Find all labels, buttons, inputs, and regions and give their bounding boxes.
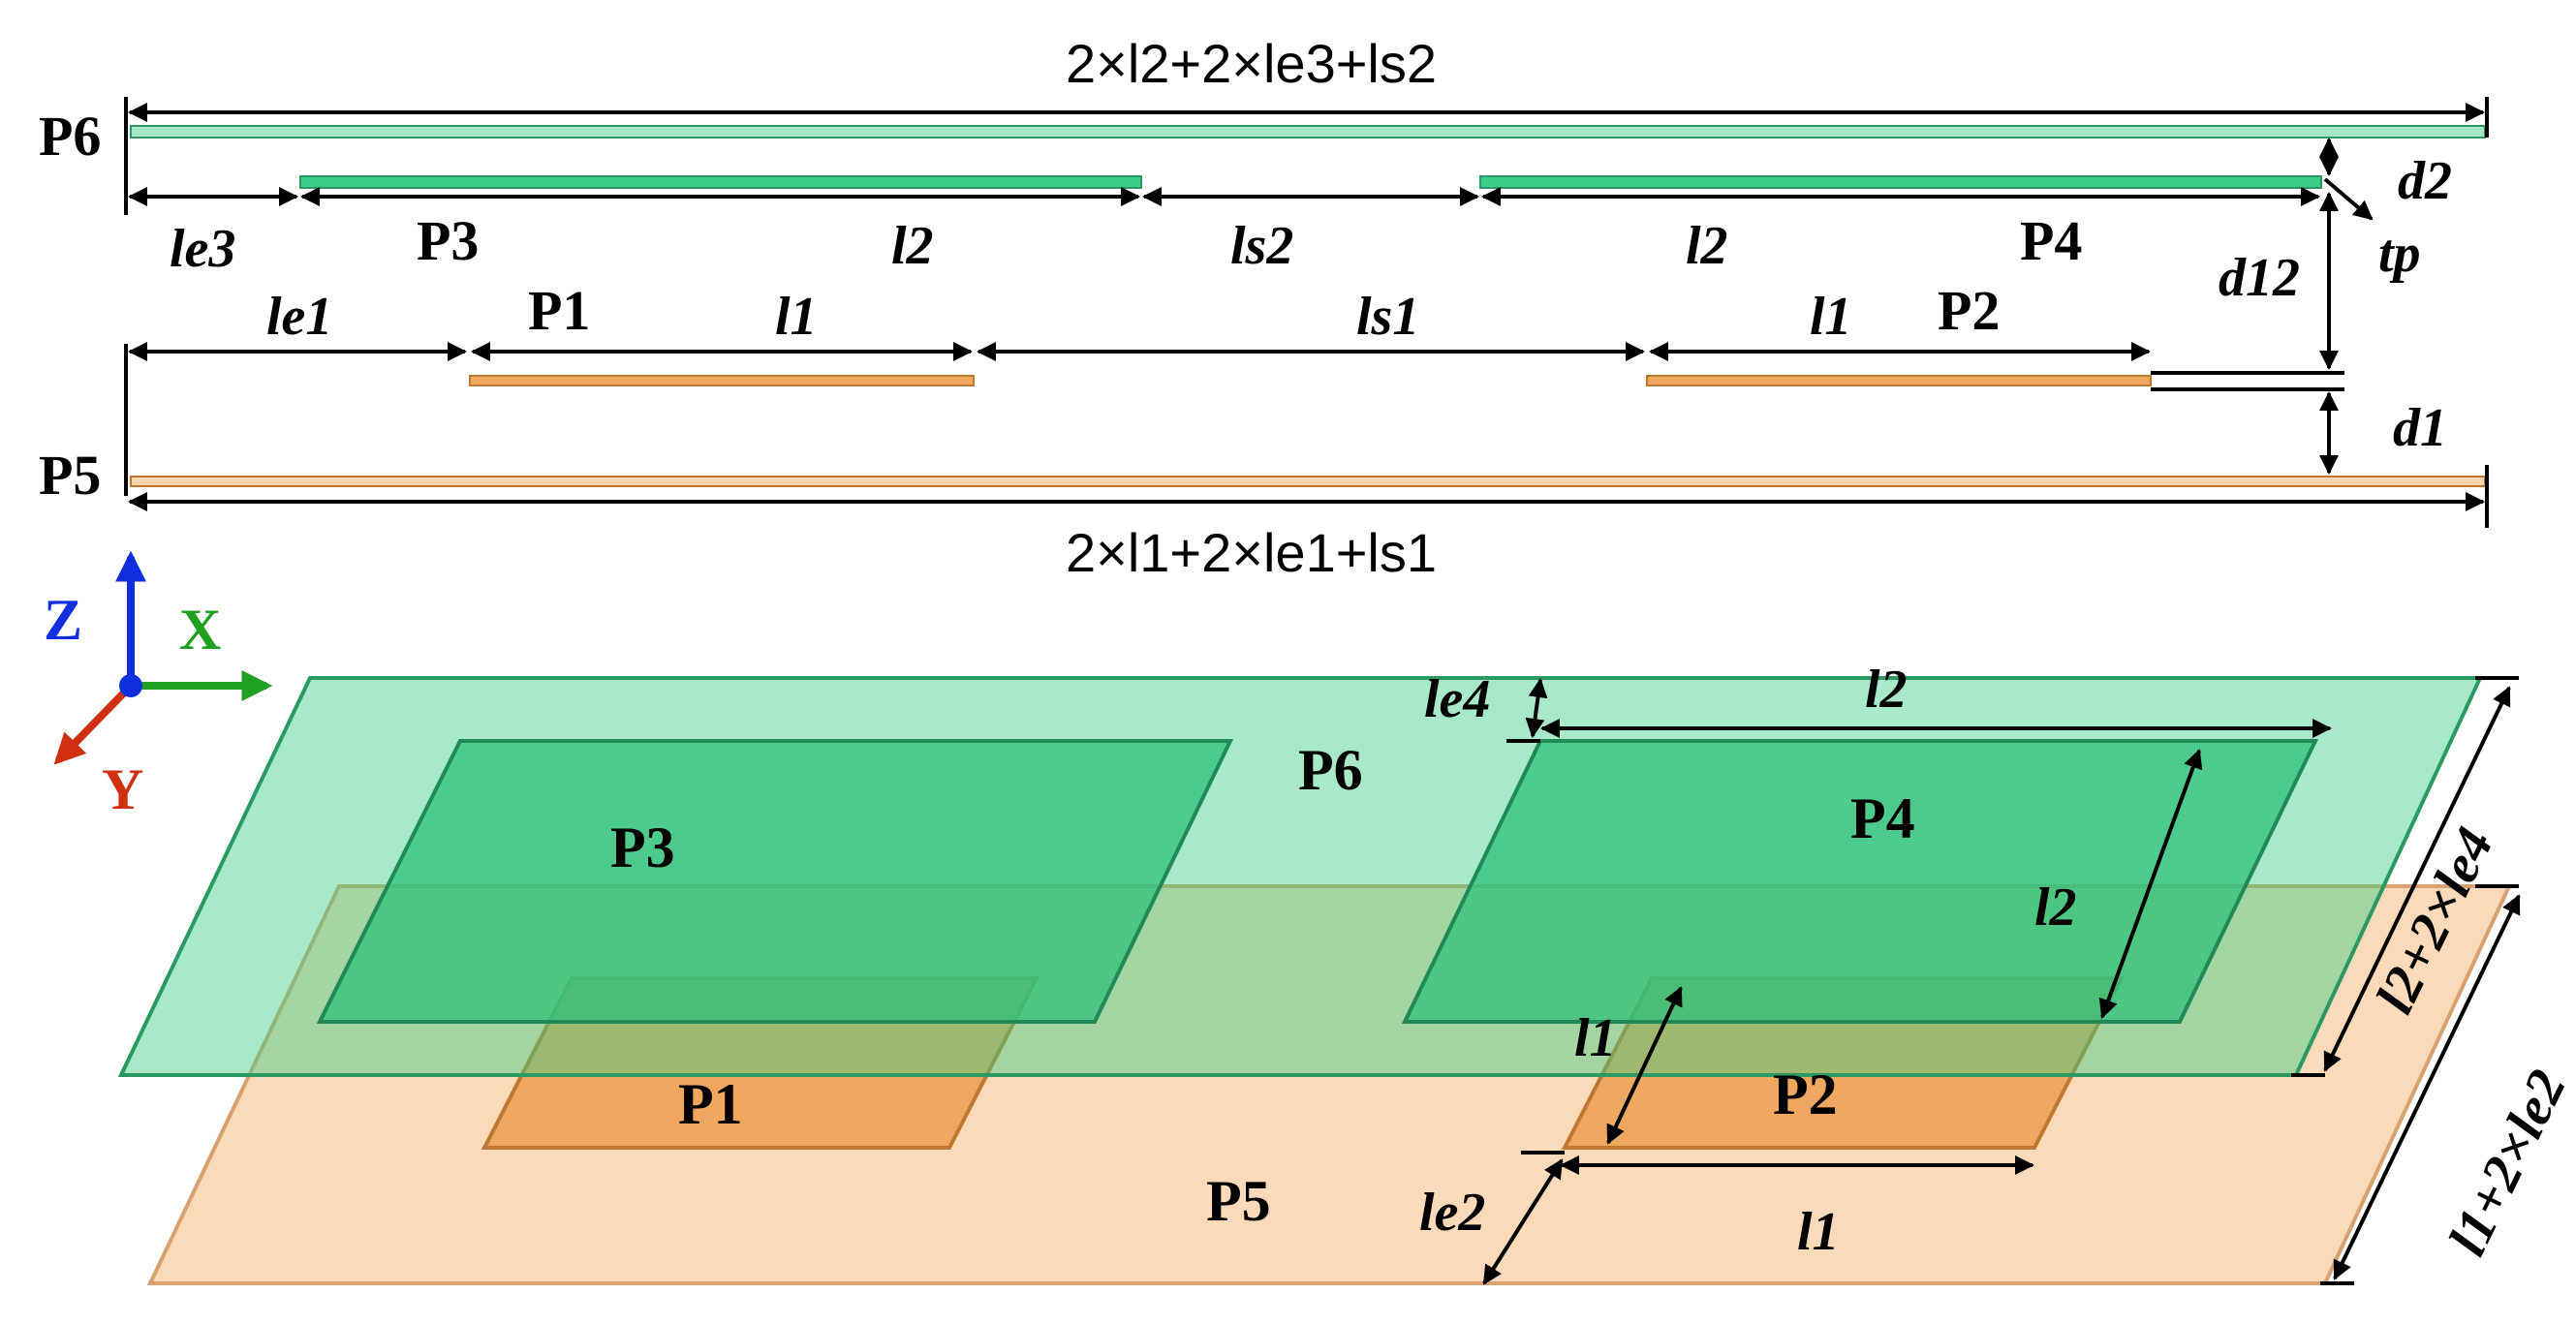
label-l1-a: l1 [775,287,818,347]
label-l2-b: l2 [1686,216,1728,276]
label-le3: le3 [170,219,235,279]
patch-p3-side [299,175,1142,189]
label-le1: le1 [266,287,332,347]
axis-y-label: Y [102,757,143,821]
arrow-tp [2323,177,2374,221]
patch-p4-iso [1401,739,2319,1024]
patch-p3-iso [316,739,1234,1024]
label-d12: d12 [2219,248,2300,308]
label-l2-side-iso: l2 [2034,878,2077,938]
label-l2-a: l2 [891,216,934,276]
label-le2: le2 [1419,1183,1485,1243]
axis-y-arrow [53,683,134,765]
coordinate-axes: Z X Y [44,550,273,821]
label-bottom-total: 2×l1+2×le1+ls1 [1066,522,1437,583]
plate-p6-side [130,125,2486,139]
label-p1-iso: P1 [678,1072,743,1136]
label-top-total: 2×l2+2×le3+ls2 [1066,33,1437,94]
label-l1-b: l1 [1810,287,1852,347]
label-tp: tp [2378,224,2421,284]
dim-iso-le4 [1525,678,1548,738]
label-p5-iso: P5 [1206,1169,1271,1233]
patch-p4-side [1479,175,2322,189]
axis-origin [119,674,142,697]
iso-view: P6 P3 P4 P1 P2 P5 le4 l2 l2 l1 le2 l1 l2… [117,660,2576,1285]
label-l1-side-iso: l1 [1574,1008,1617,1068]
label-p6-side: P6 [39,105,101,168]
plate-p5-side [130,476,2486,487]
label-ls2: ls2 [1230,216,1293,276]
label-p1-side: P1 [528,279,590,342]
label-p3-side: P3 [417,209,479,272]
label-l2-top-iso: l2 [1865,660,1908,720]
label-p3-iso: P3 [610,816,675,879]
label-p5-side: P5 [39,444,101,507]
dim-iso-width-bottom [2333,894,2521,1280]
label-p2-side: P2 [1938,279,2000,342]
label-p4-iso: P4 [1850,786,1915,850]
label-l1-bottom-iso: l1 [1797,1202,1840,1262]
label-le4: le4 [1424,669,1490,729]
patch-p1-side [469,375,975,386]
label-d1: d1 [2393,398,2447,458]
label-p6-iso: P6 [1298,738,1363,802]
patch-p2-side [1646,375,2152,386]
label-ls1: ls1 [1356,287,1419,347]
dim-iso-l2-side [2098,749,2203,1019]
label-p4-side: P4 [2020,209,2082,272]
label-width-bottom: l1+2×le2 [2437,1061,2576,1264]
label-p2-iso: P2 [1773,1062,1838,1126]
label-d2: d2 [2398,151,2452,211]
dim-iso-l1-side [1606,986,1683,1145]
dim-iso-le2 [1482,1158,1564,1285]
axis-z-label: Z [44,588,82,652]
side-view: 2×l2+2×le3+ls2 2×l1+2×le1+ls1 P6 P5 P3 P… [39,33,2489,583]
axis-x-label: X [179,598,221,662]
